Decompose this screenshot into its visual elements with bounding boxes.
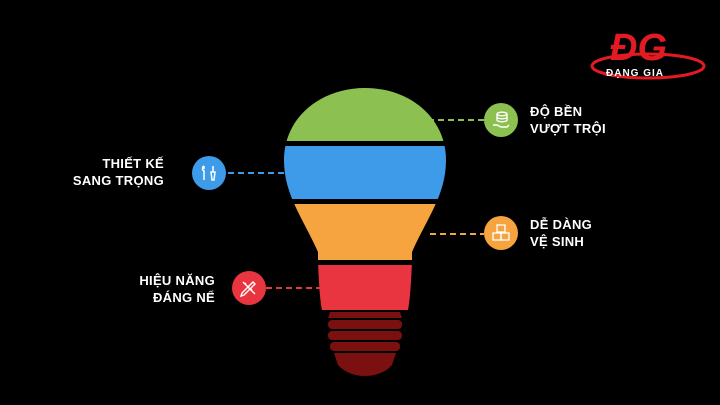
bulb-base	[328, 312, 402, 376]
feature-label-performance: HIỆU NĂNG ĐÁNG NỂ	[139, 272, 215, 306]
bulb-band-red	[284, 265, 446, 310]
pencil-ruler-icon	[232, 271, 266, 305]
boxes-icon	[484, 216, 518, 250]
svg-text:ĐG: ĐG	[610, 27, 667, 69]
feature-label-line1: DỄ DÀNG	[530, 217, 593, 232]
feature-label-design: THIẾT KẾ SANG TRỌNG	[73, 155, 164, 189]
feature-label-line2: SANG TRỌNG	[72, 173, 164, 188]
feature-label-line1: THIẾT KẾ	[102, 156, 164, 171]
feature-label-line2: VƯỢT TRỘI	[530, 121, 606, 136]
brand-logo: ĐG ĐẠNG GIA	[588, 20, 710, 82]
feature-label-line1: ĐỘ BỀN	[530, 104, 583, 119]
logo-text: ĐẠNG GIA	[606, 68, 664, 79]
feature-label-line2: ĐÁNG NỂ	[152, 290, 215, 305]
feature-label-durability: ĐỘ BỀN VƯỢT TRỘI	[530, 103, 606, 137]
stack-coins-hand-icon	[484, 103, 518, 137]
bulb-band-orange	[284, 204, 446, 260]
bulb-band-blue	[284, 146, 446, 199]
feature-label-cleaning: DỄ DÀNG VỆ SINH	[530, 216, 592, 250]
feature-label-line1: HIỆU NĂNG	[139, 273, 215, 288]
bulb-band-green	[284, 88, 446, 141]
tools-icon	[192, 156, 226, 190]
feature-label-line2: VỆ SINH	[530, 234, 585, 249]
logo-mark: ĐG	[590, 27, 706, 80]
